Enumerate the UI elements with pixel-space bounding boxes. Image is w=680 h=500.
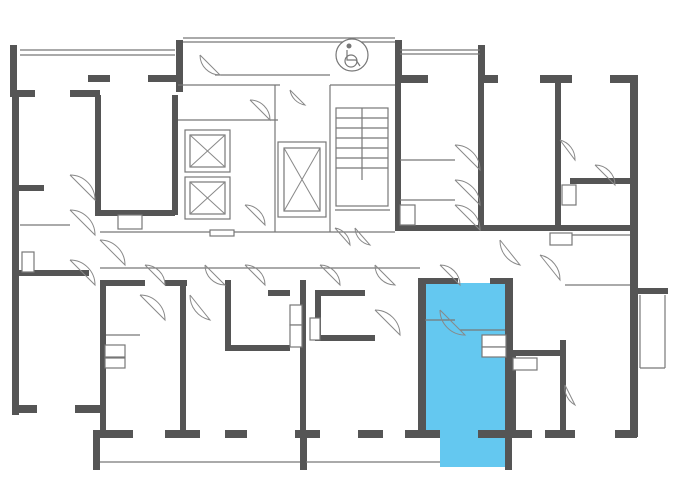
outer-walls bbox=[10, 40, 668, 470]
partitions bbox=[20, 37, 666, 463]
elevators bbox=[184, 129, 327, 220]
highlighted-apartment[interactable] bbox=[425, 283, 507, 467]
doors bbox=[69, 54, 616, 407]
fixtures bbox=[21, 184, 577, 371]
staircase bbox=[335, 107, 389, 207]
accessibility-icon bbox=[335, 38, 369, 72]
interior-walls bbox=[19, 80, 635, 430]
